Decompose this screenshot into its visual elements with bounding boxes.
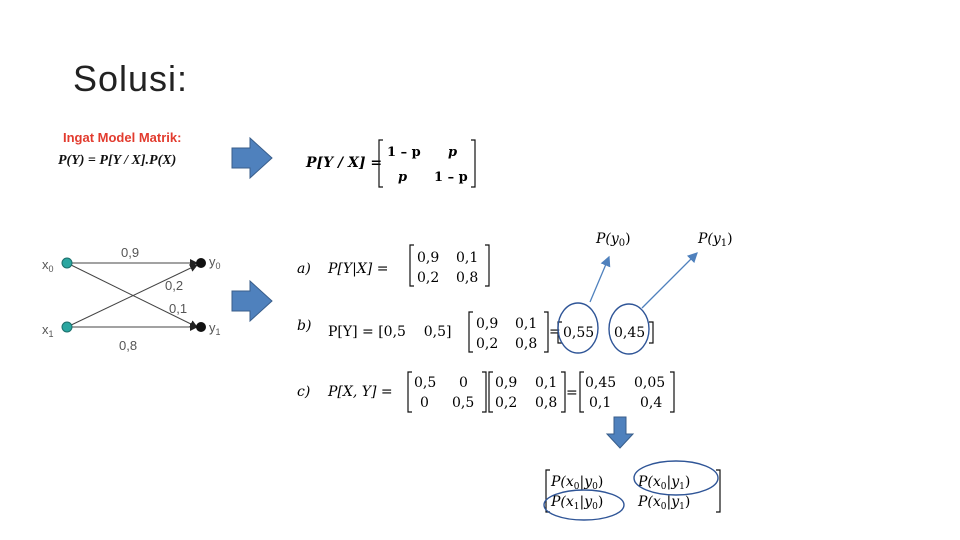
input-node-x1 [61, 321, 73, 333]
matrix-cell: 0 [459, 375, 468, 391]
matrix-cell: 0,8 [515, 336, 537, 352]
matrix-cell: 0,9 [476, 316, 498, 332]
matrix-cell: 0,5 [452, 395, 474, 411]
model-cell: 1 – p [387, 145, 421, 160]
right-arrow-icon [231, 279, 273, 323]
reminder-title: Ingat Model Matrik: [63, 130, 182, 145]
matrix-cell: 0,5 [414, 375, 436, 391]
highlight-ellipse [543, 489, 625, 521]
edge-label: 0,2 [165, 278, 183, 293]
matrix-cell: 0 [420, 395, 429, 411]
result-cell: 0,1 [589, 395, 611, 411]
input-label-x1: x1 [42, 322, 54, 339]
edge-label: 0,8 [119, 338, 137, 353]
output-label-y0: y0 [209, 254, 221, 271]
posterior-cell: P(x0|y0) [550, 474, 603, 492]
matrix-cell: 0,9 [417, 250, 439, 266]
py1-label: P(y1) [697, 231, 733, 249]
matrix-cell: 0,2 [476, 336, 498, 352]
highlight-ellipse [608, 303, 650, 355]
matrix-cell: 0,8 [535, 395, 557, 411]
channel-diagram: x0 x1 y0 y1 0,9 0,2 0,1 0,8 [42, 245, 221, 353]
output-node-y1 [196, 322, 206, 332]
highlight-ellipse [557, 302, 599, 354]
arrow-to-py0 [589, 255, 611, 303]
output-label-y1: y1 [209, 320, 221, 337]
output-node-y0 [196, 258, 206, 268]
part-a-label: a) [297, 261, 311, 277]
model-cell: 1 – p [434, 170, 468, 185]
right-arrow-icon [231, 136, 273, 180]
matrix-cell: 0,1 [515, 316, 537, 332]
matrix-cell: 0,2 [417, 270, 439, 286]
model-cell: p [398, 170, 407, 185]
part-a-lhs: P[Y|X] = [327, 261, 388, 277]
input-label-x0: x0 [42, 257, 54, 274]
equals-sign: = [549, 324, 561, 340]
py0-label: P(y0) [595, 231, 631, 249]
edge-label: 0,1 [169, 301, 187, 316]
result-cell: 0,45 [585, 375, 616, 391]
matrix-cell: 0,8 [456, 270, 478, 286]
matrix-cell: 0,1 [456, 250, 478, 266]
input-node-x0 [61, 257, 73, 269]
part-c-lhs: P[X, Y] = [327, 384, 393, 400]
posterior-cell: P(x1|y0) [550, 494, 603, 512]
model-cell: p [448, 145, 457, 160]
matrix-cell: 0,9 [495, 375, 517, 391]
highlight-ellipse [633, 460, 719, 496]
result-cell: 0,45 [614, 325, 645, 341]
arrow-to-py1 [641, 252, 698, 309]
matrix-cell: 0,2 [495, 395, 517, 411]
result-cell: 0,05 [634, 375, 665, 391]
down-arrow-icon [605, 416, 635, 449]
posterior-cell: P(x0|y1) [637, 494, 690, 512]
part-b-label: b) [297, 318, 311, 334]
part-b-lhs: P[Y] = [0,5 0,5] [328, 324, 451, 340]
slide-title: Solusi: [73, 58, 189, 99]
result-cell: 0,55 [563, 325, 594, 341]
part-c-label: c) [297, 384, 310, 400]
equals-sign: = [566, 385, 578, 401]
edge-label: 0,9 [121, 245, 139, 260]
model-matrix-label: P[Y / X] = [305, 155, 382, 171]
result-cell: 0,4 [640, 395, 662, 411]
bracket-right [471, 139, 476, 188]
matrix-cell: 0,1 [535, 375, 557, 391]
matrix-model-formula: P(Y) = P[Y / X].P(X) [58, 153, 177, 168]
bracket-left [378, 139, 383, 188]
posterior-cell: P(x0|y1) [637, 474, 690, 492]
